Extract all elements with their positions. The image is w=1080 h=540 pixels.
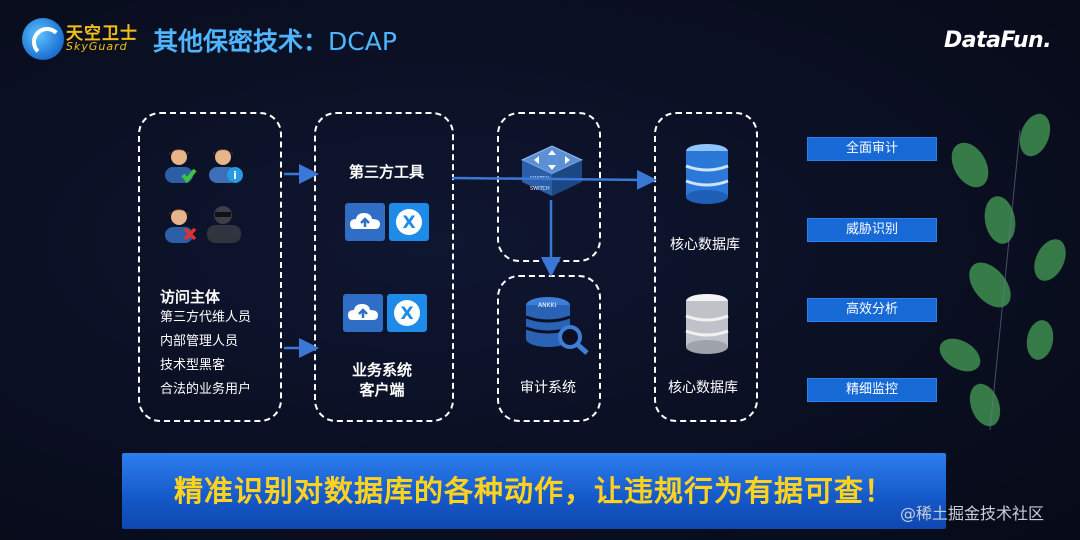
tag-threat-detection: 威胁识别 [807,218,937,242]
user-info-icon: i [209,149,243,183]
tools-box [314,112,454,422]
core-db-label-2: 核心数据库 [668,380,738,396]
leaves-decoration [939,113,1066,431]
leaf-icon [1026,320,1054,360]
page-title-en: DCAP [328,27,397,56]
page-title-cn: 其他保密技术： [153,27,329,56]
x-app-icon: X [389,203,429,241]
page-title: 其他保密技术：DCAP [153,22,397,58]
leaf-icon [939,338,981,372]
logo-cn-text: 天空卫士 [66,24,138,44]
user-denied-icon [165,209,197,243]
leaf-icon [951,142,989,188]
svg-text:X: X [400,304,413,324]
database-icon-blue [685,144,729,204]
tool-icons-row-1: X [345,203,429,241]
subjects-box [138,112,282,422]
subjects-heading: 访问主体 [160,288,221,306]
database-icon-grey [685,294,729,354]
tag-fine-monitoring: 精细监控 [807,378,937,402]
leaf-icon [1034,239,1066,281]
leaf-icon [984,196,1016,244]
tag-full-audit: 全面审计 [807,137,937,161]
user-check-icon [165,149,197,184]
audit-system-label: 审计系统 [520,380,576,396]
arrow-tools-to-db [451,169,657,190]
list-item: 第三方代维人员 [160,310,252,325]
summary-banner: 精准识别对数据库的各种动作，让违规行为有据可查！ [122,453,946,529]
list-item: 合法的业务用户 [160,382,252,397]
leaf-icon [969,262,1011,308]
subjects-list: 第三方代维人员 内部管理人员 技术型黑客 合法的业务用户 [160,306,251,402]
business-client-label: 业务系统 客户端 [347,360,417,400]
list-item: 内部管理人员 [160,334,239,349]
logo-en-text: SkyGuard [66,40,128,53]
watermark: @稀土掘金技术社区 [900,504,1045,523]
switch-label-2: SWITCH [530,186,550,192]
branch-line [989,129,1021,431]
leaf-icon [1019,113,1051,157]
core-db-label-1: 核心数据库 [670,237,740,253]
cloud-upload-icon [345,203,385,241]
tool-icons-row-2: X [343,294,427,332]
leaf-icon [969,383,1001,427]
svg-text:X: X [402,213,415,233]
tag-efficient-analysis: 高效分析 [807,298,937,322]
x-app-icon: X [387,294,427,332]
audit-db-search-icon: ANKKI [525,297,589,355]
business-client-line1: 业务系统 [351,361,412,379]
logo-swirl-icon [32,27,62,57]
subject-icons: i [165,149,243,243]
svg-text:i: i [233,169,237,182]
summary-banner-text: 精准识别对数据库的各种动作，让违规行为有据可查！ [173,474,894,508]
datafun-brand: DataFun. [944,28,1052,53]
business-client-line2: 客户端 [359,381,405,399]
cloud-upload-icon [343,294,383,332]
list-item: 技术型黑客 [160,358,226,373]
hacker-icon [207,206,241,243]
database-box [654,112,758,422]
third-party-tools-label: 第三方工具 [349,163,425,181]
audit-icon-text: ANKKI [538,302,556,309]
